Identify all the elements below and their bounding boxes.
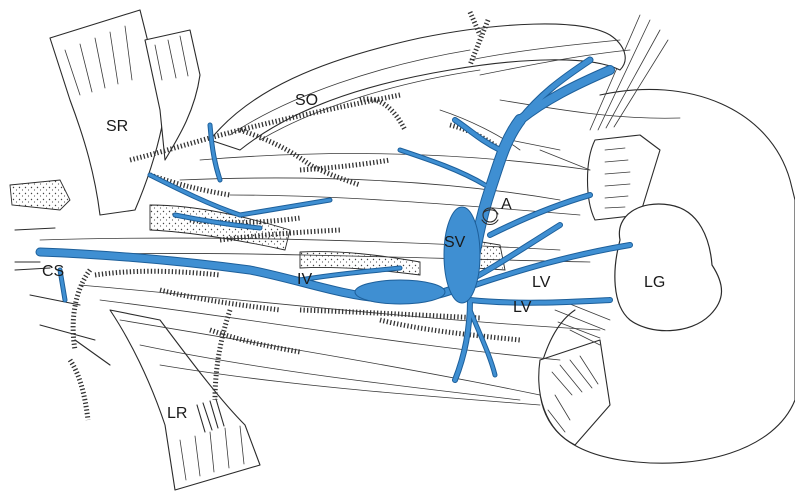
label-lv-lower: LV (513, 299, 532, 316)
label-a: A (501, 196, 512, 213)
label-lr: LR (167, 405, 187, 422)
label-cs: CS (42, 263, 64, 280)
vein-junction (355, 280, 445, 304)
label-sv: SV (444, 234, 466, 251)
label-sr: SR (106, 118, 128, 135)
label-lv-upper: LV (532, 274, 551, 291)
label-so: SO (295, 92, 318, 109)
lacrimal-gland (615, 204, 722, 331)
label-iv: IV (297, 271, 312, 288)
label-lg: LG (644, 274, 665, 291)
superior-vein-confluence (444, 207, 480, 303)
